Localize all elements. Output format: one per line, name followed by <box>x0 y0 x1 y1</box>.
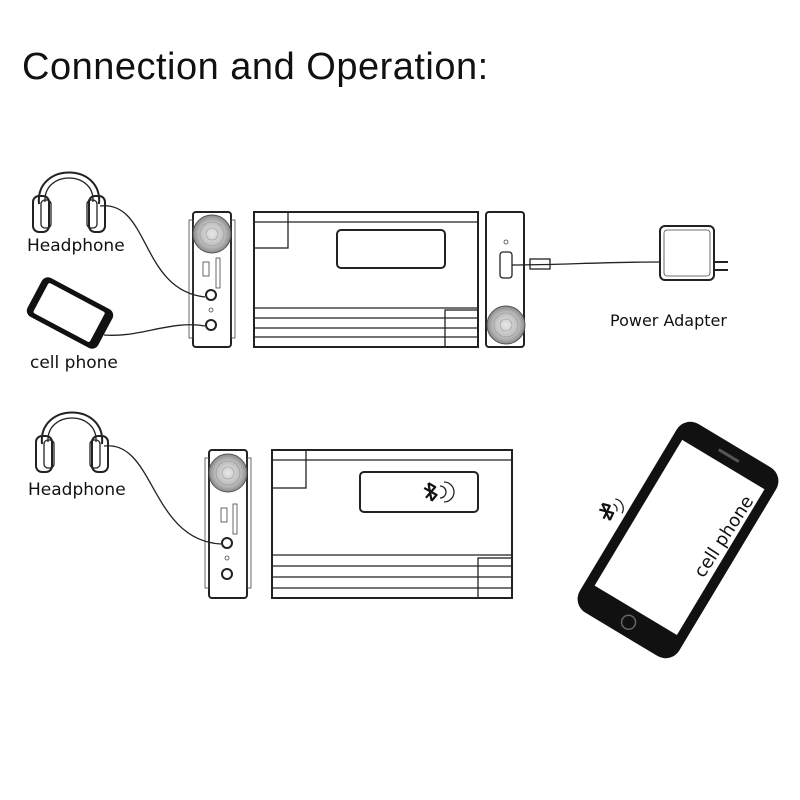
power-adapter-icon <box>659 225 728 281</box>
page-title: Connection and Operation: <box>22 46 489 88</box>
amp-front-panel-bottom <box>204 449 252 599</box>
headphone-cable-bottom <box>103 445 222 545</box>
power-adapter-label: Power Adapter <box>610 311 727 330</box>
smartphone-icon-bottom <box>577 421 779 659</box>
headphone-cable-top <box>99 205 206 298</box>
phone-cable-top <box>103 324 206 336</box>
smartphone-icon-top <box>26 277 114 349</box>
headphone-label-bottom: Headphone <box>28 480 126 500</box>
bluetooth-icon-display <box>422 480 439 503</box>
amp-body-top <box>253 211 479 348</box>
headphones-icon-bottom <box>35 411 109 473</box>
headphone-label-top: Headphone <box>27 236 125 256</box>
power-cable <box>511 261 661 266</box>
bluetooth-icon <box>596 498 624 524</box>
amp-rear-panel-top <box>485 211 526 348</box>
headphones-icon-top <box>32 171 106 233</box>
amp-body-bottom <box>271 449 513 599</box>
cell-phone-label-top: cell phone <box>30 353 118 373</box>
amp-front-panel-top <box>188 211 236 348</box>
